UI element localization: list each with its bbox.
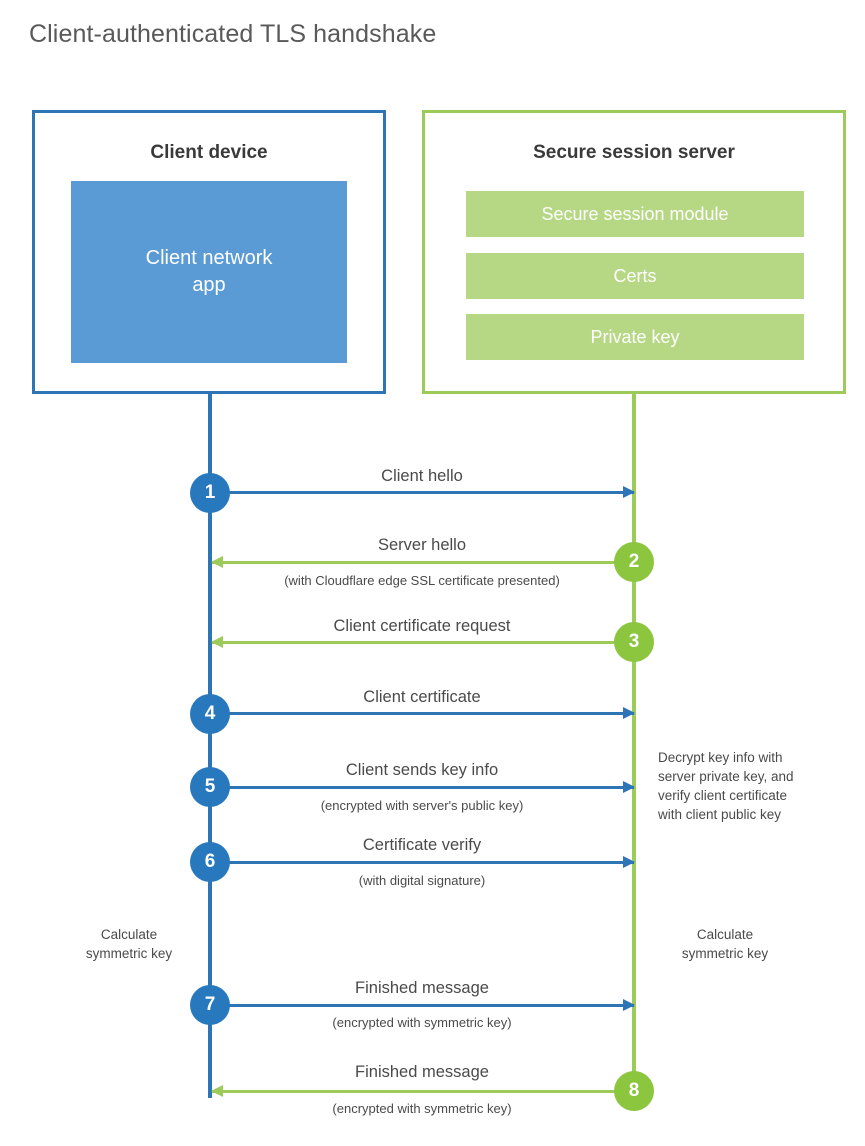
step-6-circle[interactable]: 6 [190,842,230,882]
server-bar-secure-session-module: Secure session module [466,191,804,237]
step-7-label: Finished message [355,979,489,997]
step-7-circle[interactable]: 7 [190,985,230,1025]
server-lifeline [632,394,636,1092]
secure-session-server-box: Secure session server Secure session mod… [422,110,846,394]
page-title: Client-authenticated TLS handshake [29,20,437,48]
step-5-arrow [212,781,635,793]
step-7-arrow [212,999,635,1011]
step-1-circle[interactable]: 1 [190,473,230,513]
step-8-arrow [211,1085,634,1097]
secure-session-server-title: Secure session server [533,142,735,163]
step-5-sublabel: (encrypted with server's public key) [320,798,524,813]
client-calculate-symmetric-key-note: Calculate symmetric key [85,927,173,962]
step-5-label: Client sends key info [345,761,499,779]
client-device-box: Client device Client network app [32,110,386,394]
step-1-arrow [212,486,635,498]
step-8-circle[interactable]: 8 [614,1071,654,1111]
server-calculate-symmetric-key-note: Calculate symmetric key [681,927,769,962]
step-2-label: Server hello [377,536,467,554]
step-4-label: Client certificate [363,688,481,706]
step-1-label: Client hello [381,467,463,485]
step-8-label: Finished message [355,1063,489,1081]
step-2-sublabel: (with Cloudflare edge SSL certificate pr… [284,573,560,588]
server-bar-private-key: Private key [466,314,804,360]
step-3-label: Client certificate request [333,617,511,635]
step-2-circle[interactable]: 2 [614,542,654,582]
client-network-app-block: Client network app [71,181,347,363]
server-decrypt-note: Decrypt key info with server private key… [658,750,794,823]
step-7-sublabel: (encrypted with symmetric key) [332,1015,512,1030]
server-bar-certs: Certs [466,253,804,299]
step-3-circle[interactable]: 3 [614,622,654,662]
step-6-label: Certificate verify [362,836,482,854]
step-4-arrow [212,707,635,719]
step-3-arrow [211,636,634,648]
step-6-arrow [212,856,635,868]
step-5-circle[interactable]: 5 [190,767,230,807]
step-8-sublabel: (encrypted with symmetric key) [332,1101,512,1116]
step-4-circle[interactable]: 4 [190,694,230,734]
step-6-sublabel: (with digital signature) [358,873,486,888]
client-lifeline [208,394,212,1098]
client-device-title: Client device [150,142,268,163]
step-2-arrow [211,556,634,568]
